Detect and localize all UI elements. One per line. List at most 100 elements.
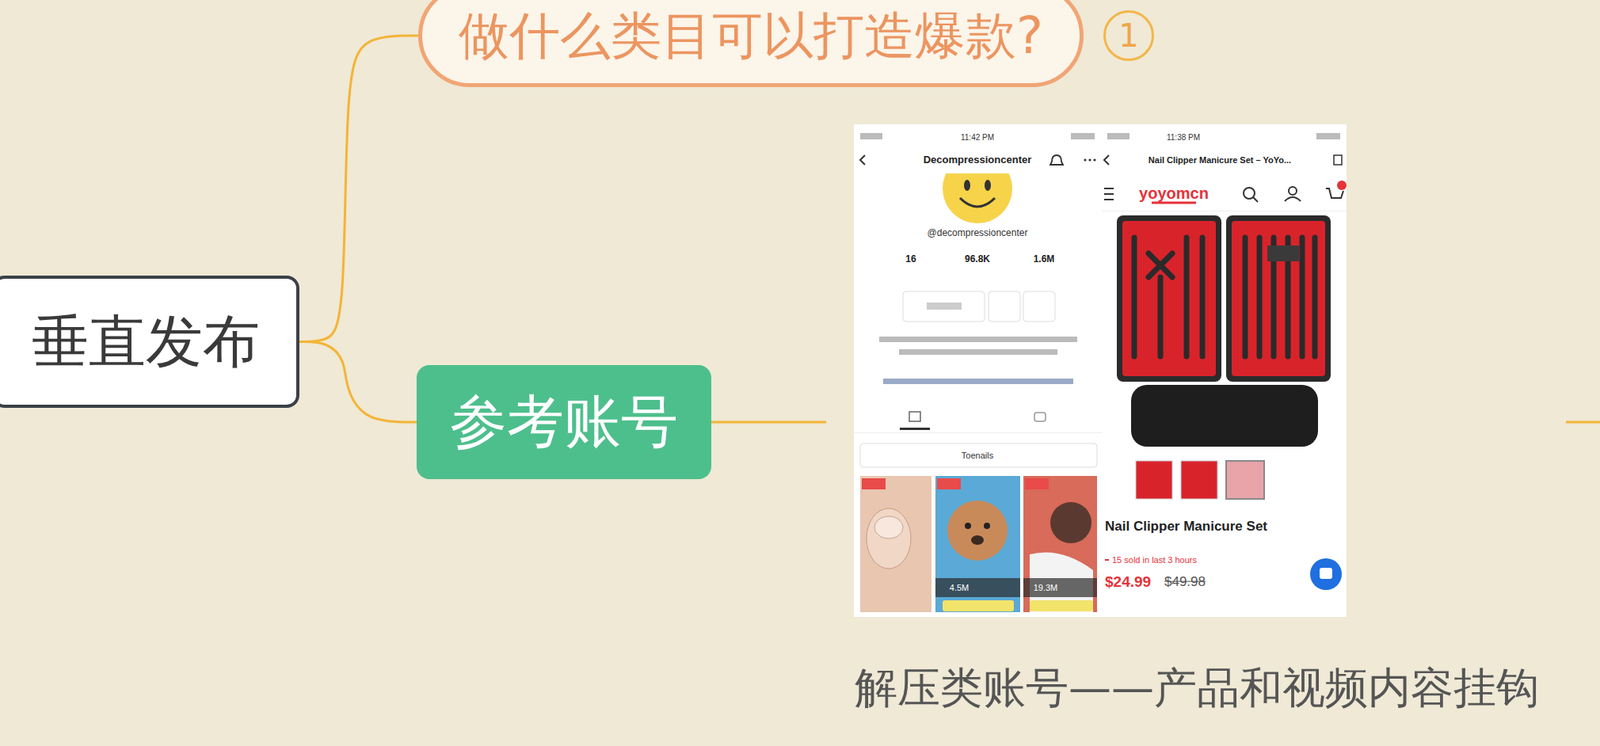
profile-screenshot-part xyxy=(860,133,883,140)
profile-screenshot-part xyxy=(988,291,1021,322)
profile-screenshot-part xyxy=(983,522,991,530)
profile-screenshot-part xyxy=(860,476,932,613)
product-screenshot-part xyxy=(1104,188,1114,200)
product-screenshot-part-part xyxy=(1131,237,1138,357)
profile-screenshot-part xyxy=(853,124,1102,618)
sale-price: $24.99 xyxy=(1104,574,1151,591)
product-screenshot-part xyxy=(1104,155,1109,165)
product-screenshot-part xyxy=(1226,215,1331,382)
product-title: Nail Clipper Manicure Set xyxy=(1104,519,1268,535)
profile-screenshot-part xyxy=(942,173,1013,224)
stat-number: 96.8K xyxy=(964,254,991,265)
product-screenshot-part xyxy=(1122,220,1216,377)
profile-screenshot-part xyxy=(879,336,1078,343)
product-screenshot-part xyxy=(1243,187,1255,199)
profile-screenshot-part xyxy=(899,427,930,431)
product-screenshot-part xyxy=(1231,220,1326,377)
profile-screenshot-part xyxy=(1029,600,1094,612)
product-screenshot-part xyxy=(1253,197,1258,202)
stat-number: 16 xyxy=(905,254,916,265)
product-screenshot-part-part xyxy=(1184,237,1190,357)
question-topic: 做什么类目可以打造爆款? xyxy=(418,0,1084,88)
product-screenshot-part-part xyxy=(1257,237,1263,357)
profile-screenshot-part xyxy=(909,411,921,422)
profile-screenshot-part xyxy=(1050,502,1092,544)
product-screenshot-part xyxy=(1104,559,1109,561)
product-screenshot-part xyxy=(1107,133,1130,140)
profile-screenshot-part-part xyxy=(984,179,991,191)
profile-screenshot-part xyxy=(1024,478,1049,490)
profile-screenshot-part xyxy=(1093,158,1096,161)
product-screenshot-part-part xyxy=(1299,237,1306,357)
profile-screenshot-part xyxy=(853,432,1102,434)
reference-topic: 参考账号 xyxy=(416,365,712,480)
profile-screenshot-part xyxy=(971,535,984,545)
profile-screenshot-part xyxy=(964,522,972,530)
shop-logo: yoyomcn xyxy=(1139,184,1209,202)
product-screenshot xyxy=(1101,124,1347,618)
root-topic: 垂直发布 xyxy=(0,275,300,408)
profile-screenshot-part xyxy=(860,155,865,165)
profile-screenshot-part xyxy=(935,476,1021,613)
profile-screenshot-part xyxy=(926,302,962,310)
profile-title: Decompressioncenter xyxy=(923,154,1033,166)
product-screenshot-part xyxy=(1310,558,1342,591)
product-screenshot-part-part xyxy=(1242,237,1249,357)
view-count: 19.3M xyxy=(1033,582,1059,593)
caption-note: 解压类账号——产品和视频内容挂钩 xyxy=(854,664,1540,712)
profile-screenshot-part xyxy=(899,349,1058,355)
playlist-tag: Toenails xyxy=(961,450,994,461)
profile-screenshot-part xyxy=(947,500,1008,561)
branch-connector xyxy=(299,342,417,423)
product-screenshot-part xyxy=(1284,197,1301,202)
profile-screenshot-part-part xyxy=(942,173,1013,224)
product-screenshot-part-part xyxy=(1312,237,1319,357)
profile-screenshot-part xyxy=(860,443,1098,468)
profile-screenshot-part xyxy=(1034,412,1046,422)
profile-screenshot-part xyxy=(902,291,985,322)
product-screenshot-part xyxy=(1333,155,1342,165)
product-screenshot-part xyxy=(1101,210,1347,212)
profile-screenshot-part xyxy=(861,478,886,490)
sales-note: 15 sold in last 3 hours xyxy=(1112,555,1197,565)
profile-screenshot-part xyxy=(866,508,911,569)
product-screenshot-part xyxy=(1134,237,1315,357)
topic-text: 参考账号 xyxy=(449,390,679,454)
product-screenshot-part xyxy=(1101,124,1347,618)
profile-screenshot-part xyxy=(1023,578,1098,598)
branch-connector xyxy=(299,35,419,343)
page-title: Nail Clipper Manicure Set – YoYo... xyxy=(1148,155,1292,165)
product-screenshot-part xyxy=(1288,186,1297,195)
profile-screenshot-part xyxy=(937,478,961,490)
stat-number: 1.6M xyxy=(1033,254,1056,265)
profile-screenshot-part xyxy=(1088,158,1091,161)
profile-screenshot-part xyxy=(1023,291,1056,322)
product-screenshot-part xyxy=(1267,245,1300,262)
product-screenshot-part xyxy=(1180,460,1218,500)
product-screenshot-part xyxy=(1319,567,1333,580)
profile-screenshot xyxy=(853,124,1102,618)
product-screenshot-part xyxy=(1316,133,1341,140)
branch-line-part xyxy=(1565,421,1600,424)
profile-screenshot-part xyxy=(1070,133,1095,140)
original-price: $49.98 xyxy=(1164,575,1206,591)
profile-screenshot-part xyxy=(1023,476,1098,613)
product-screenshot-part-part xyxy=(1148,253,1173,278)
profile-screenshot-part xyxy=(874,516,903,539)
callout-number: 1 xyxy=(1103,10,1155,61)
status-time: 11:42 PM xyxy=(960,133,995,142)
profile-screenshot-part xyxy=(883,378,1074,385)
view-count: 4.5M xyxy=(949,582,969,593)
product-screenshot-part-part xyxy=(1158,277,1164,357)
product-screenshot-part xyxy=(1131,384,1319,447)
product-screenshot-part xyxy=(1337,180,1347,191)
profile-screenshot-part-part xyxy=(960,198,995,207)
profile-handle: @decompressioncenter xyxy=(927,228,1029,239)
topic-text: 垂直发布 xyxy=(31,310,260,374)
profile-screenshot-part xyxy=(942,600,1014,612)
profile-screenshot-part xyxy=(1083,158,1086,161)
profile-screenshot-part-part xyxy=(963,179,971,191)
product-screenshot-part xyxy=(1226,460,1265,500)
profile-screenshot-part xyxy=(935,578,1021,598)
